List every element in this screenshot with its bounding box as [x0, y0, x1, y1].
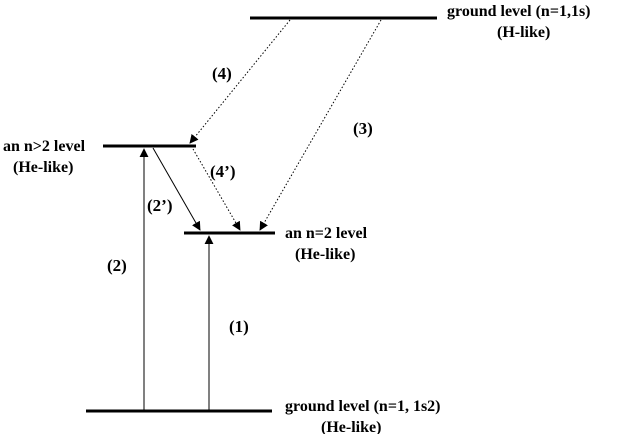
transition-2prime-arrow: [152, 147, 201, 231]
he-n2-level-sub: (He-like): [295, 246, 355, 263]
transition-1-label: (1): [229, 317, 249, 336]
he-n2-level-name: an n=2 level: [285, 225, 368, 242]
transition-4prime-label: (4’): [210, 162, 235, 181]
transition-3-label: (3): [353, 119, 373, 138]
he-ground-level-name: ground level (n=1, 1s2): [285, 398, 441, 415]
he-n-gt2-level-sub: (He-like): [13, 159, 73, 176]
transition-2-label: (2): [107, 256, 127, 275]
h-ground-level-name: ground level (n=1,1s): [447, 3, 591, 20]
h-ground-level-sub: (H-like): [497, 24, 550, 41]
he-ground-level-sub: (He-like): [321, 419, 381, 434]
transition-4prime-arrow: [192, 148, 241, 231]
transition-4-arrow: [189, 19, 291, 144]
transition-2prime-label: (2’): [147, 196, 172, 215]
he-n-gt2-level-name: an n>2 level: [3, 138, 86, 155]
transition-4-label: (4): [212, 64, 232, 83]
